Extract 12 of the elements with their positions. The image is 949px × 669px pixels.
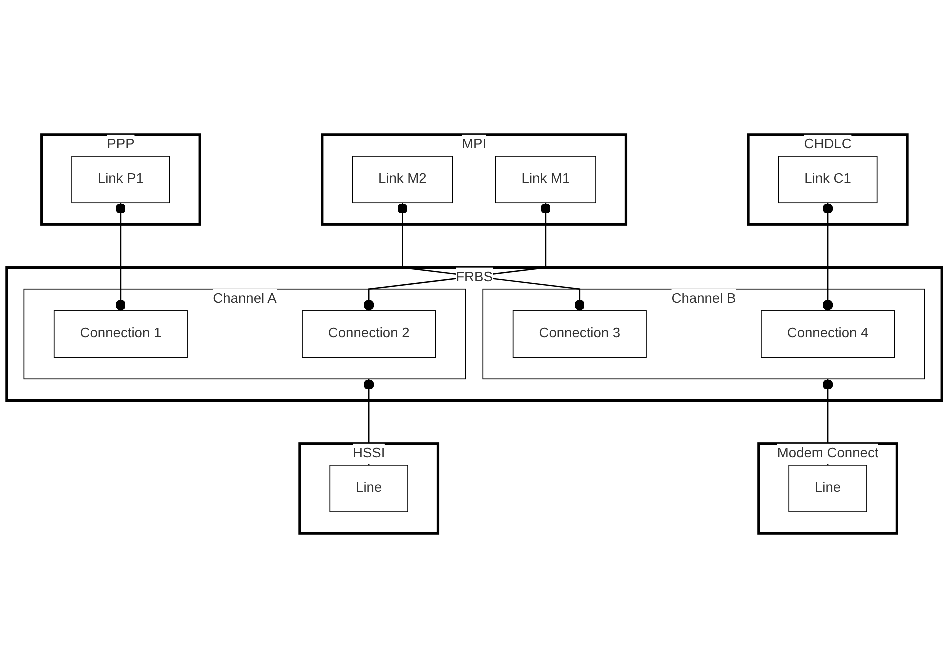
node-box: Connection 3 [512, 310, 647, 358]
node-box: Link P1 [72, 156, 170, 204]
node-box: Connection 1 [54, 310, 188, 358]
node-box: Line [330, 465, 408, 513]
node-box: Connection 4 [761, 310, 896, 358]
node-box: Connection 2 [302, 310, 436, 358]
connector [116, 203, 126, 312]
connector [822, 203, 834, 312]
node-box: Link M1 [495, 156, 596, 204]
node-box: Link M2 [352, 156, 454, 204]
node-box: Line [788, 465, 868, 513]
node-box: Link C1 [778, 156, 878, 204]
